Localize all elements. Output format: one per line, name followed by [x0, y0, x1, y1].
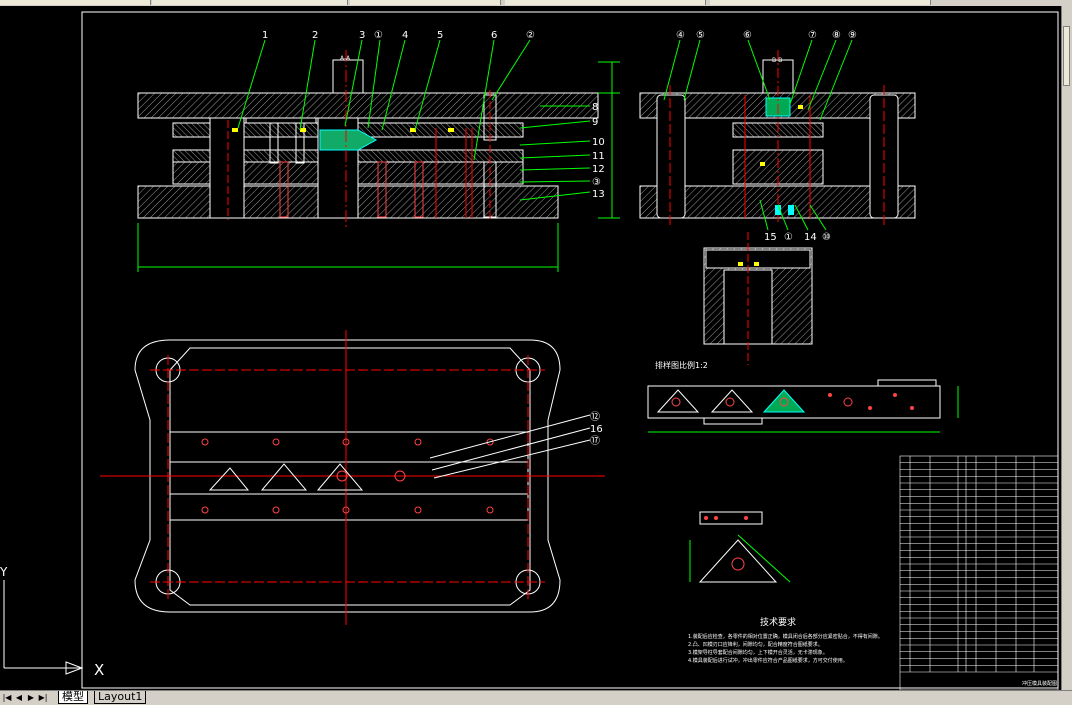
callout-label: 3 [359, 30, 365, 41]
prev-tab-button[interactable]: ◀ [15, 693, 23, 702]
callout-label: ⑧ [832, 30, 841, 41]
first-tab-button[interactable]: |◀ [2, 693, 12, 702]
document-tab-1[interactable] [0, 0, 151, 5]
callout-label: ⑦ [808, 30, 817, 41]
strip-title: 排样图比例1:2 [655, 360, 708, 370]
ucs-y-label: Y [0, 565, 8, 579]
tech-requirements: 技术要求 1.装配后应检查，各零件的相对位置正确，模具闭合后各部分应紧密贴合，不… [688, 616, 883, 664]
part-detail [689, 511, 791, 583]
side-view-callouts: ④ ⑤ ⑥ ⑦ ⑧ ⑨ 15 ① 14 ⑩ B-B [676, 30, 857, 243]
document-tab-2[interactable] [152, 0, 348, 5]
plan-callouts: ⑫ 16 ⑰ [590, 411, 603, 447]
front-view-callouts: 1 2 3 ① 4 5 6 ② 8 9 10 11 12 ③ 13 A-A [262, 30, 605, 200]
tech-line-3: 3.模架导柱导套配合间隙均匀，上下模开合灵活，无卡滞现象。 [688, 649, 828, 656]
callout-label: 13 [592, 189, 605, 200]
callout-label: 4 [402, 30, 408, 41]
callout-label: ⑤ [696, 30, 705, 41]
layout-tab-bar: |◀ ◀ ▶ ▶| 模型 Layout1 [0, 690, 1072, 705]
scroll-thumb[interactable] [1063, 26, 1070, 86]
callout-label: 10 [592, 137, 605, 148]
callout-label: 14 [804, 232, 817, 243]
drawing-canvas[interactable]: 1 2 3 ① 4 5 6 ② 8 9 10 11 12 ③ 13 A-A [0, 6, 1062, 690]
section-label: B-B [772, 57, 782, 64]
front-section-view [137, 39, 620, 272]
callout-label: ① [374, 30, 383, 41]
cad-drawing: 1 2 3 ① 4 5 6 ② 8 9 10 11 12 ③ 13 A-A [0, 11, 1059, 690]
callout-label: 16 [590, 424, 603, 435]
strip-layout: 排样图比例1:2 [647, 360, 959, 433]
callout-label: 5 [437, 30, 443, 41]
callout-label: 15 [764, 232, 777, 243]
tab-layout1[interactable]: Layout1 [94, 691, 147, 704]
die-shank [332, 59, 364, 94]
callout-label: ⑰ [590, 435, 600, 447]
ucs-x-label: X [94, 661, 104, 679]
tech-line-4: 4.模具装配后进行试冲，冲出零件应符合产品图纸要求，方可交付使用。 [688, 657, 848, 664]
drawing-frame [81, 11, 1059, 689]
callout-label: 11 [592, 151, 605, 162]
callout-label: 12 [592, 164, 605, 175]
callout-label: ① [784, 232, 793, 243]
upper-die-plate [137, 92, 599, 119]
horizontal-scrollbar[interactable] [160, 693, 1060, 703]
callout-label: ⑥ [743, 30, 752, 41]
document-tab-5[interactable] [710, 0, 931, 5]
tech-line-1: 1.装配后应检查，各零件的相对位置正确，模具闭合后各部分应紧密贴合，不得有间隙。 [688, 633, 883, 640]
callout-label: 9 [592, 117, 598, 128]
callout-label: 8 [592, 102, 598, 113]
tech-line-2: 2.凸、凹模刃口应锋利，间隙均匀，配合精度符合图纸要求。 [688, 641, 823, 648]
guide-pillar-left [209, 117, 245, 219]
section-label: A-A [340, 55, 351, 62]
callout-label: ⑩ [822, 232, 831, 243]
bom-frame [899, 455, 1059, 690]
last-tab-button[interactable]: ▶| [38, 693, 48, 702]
bill-of-materials [899, 455, 1059, 690]
callout-label: 1 [262, 30, 268, 41]
side-section-view [639, 39, 916, 231]
document-tab-3[interactable] [350, 0, 501, 5]
plan-view [100, 330, 605, 625]
ucs-icon: X Y [0, 565, 104, 679]
title-bar [0, 0, 1072, 6]
vertical-scrollbar[interactable] [1061, 6, 1072, 690]
callout-label: ⑫ [590, 411, 600, 423]
callout-label: ④ [676, 30, 685, 41]
callout-label: ② [526, 30, 535, 41]
callout-label: 6 [491, 30, 497, 41]
next-tab-button[interactable]: ▶ [27, 693, 35, 702]
tech-title: 技术要求 [760, 616, 796, 628]
title-block-name: 冲压模具装配图 [1022, 680, 1057, 687]
callout-label: ③ [592, 177, 601, 188]
document-tab-4[interactable] [505, 0, 706, 5]
callout-label: ⑨ [848, 30, 857, 41]
tab-model[interactable]: 模型 [58, 691, 88, 704]
callout-label: 2 [312, 30, 318, 41]
detail-view [703, 232, 813, 365]
